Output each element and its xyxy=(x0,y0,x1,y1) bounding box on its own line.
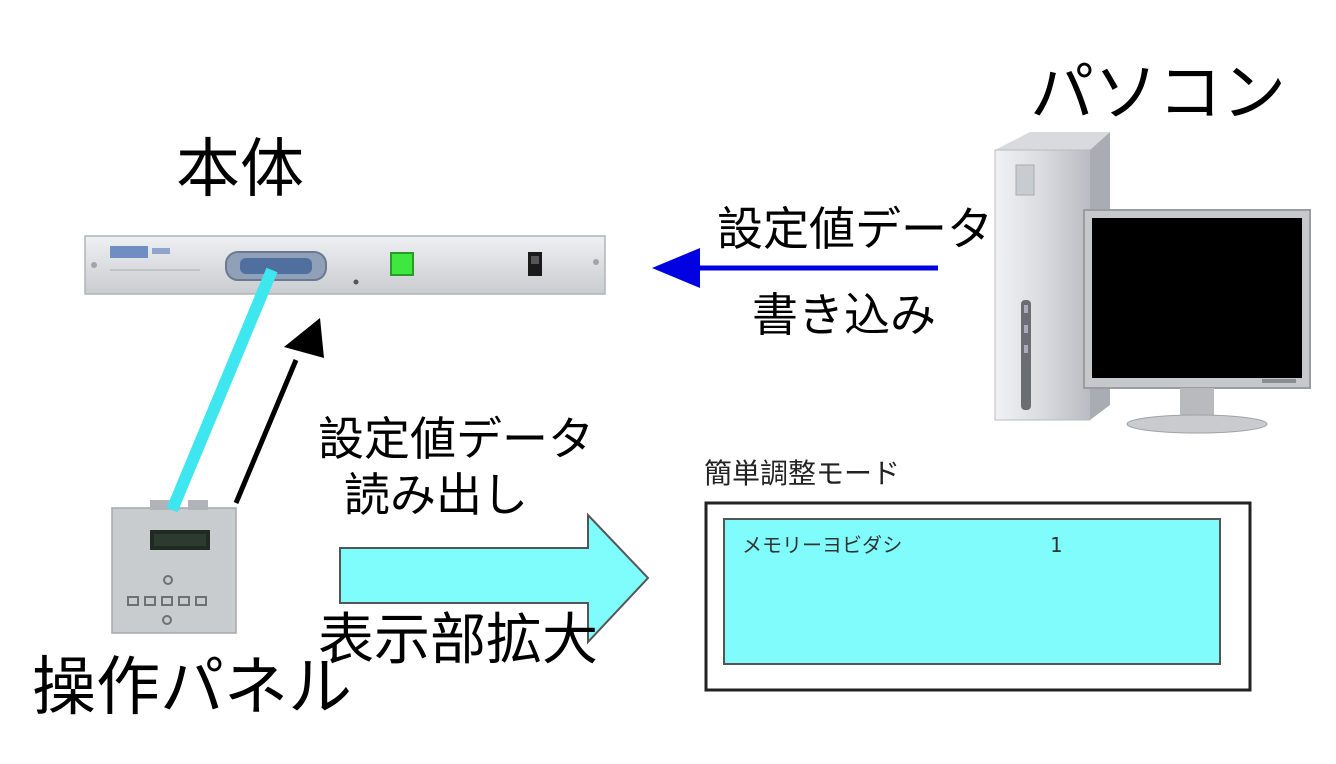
power-led xyxy=(390,252,414,276)
rack-unit-icon xyxy=(84,235,606,295)
write-arrow xyxy=(652,248,938,288)
enlarge-label: 表示部拡大 xyxy=(318,608,598,673)
pc-label: パソコン xyxy=(1030,57,1286,131)
control-panel-icon xyxy=(111,500,237,634)
display-line1-value: 1 xyxy=(1050,533,1063,557)
read-arrow xyxy=(233,318,324,504)
write-label-line2: 書き込み xyxy=(752,288,936,342)
db-connector xyxy=(225,251,327,281)
display-title: 簡単調整モード xyxy=(704,457,901,490)
enlarge-arrow xyxy=(339,512,650,645)
connection-cable xyxy=(166,267,278,513)
write-label-line1: 設定値データ xyxy=(717,202,993,256)
read-label-line2: 読み出し xyxy=(344,468,528,522)
panel-label: 操作パネル xyxy=(32,651,352,725)
desktop-computer-icon xyxy=(994,132,1311,434)
unit-label: 本体 xyxy=(176,133,304,207)
lcd-display-enlarged xyxy=(704,501,1252,692)
read-label-line1: 設定値データ xyxy=(318,412,594,466)
display-line1-text: メモリーヨビダシ xyxy=(742,533,903,557)
